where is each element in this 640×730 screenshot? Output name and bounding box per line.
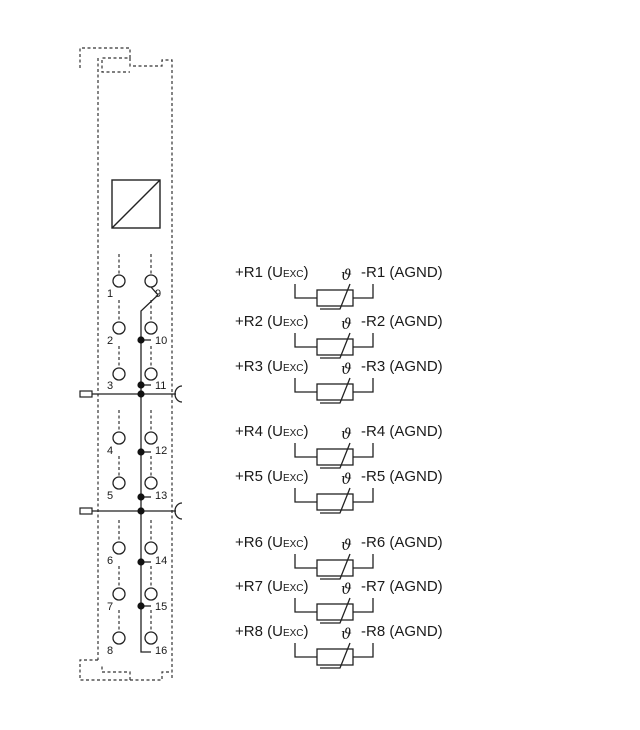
sensor-wire xyxy=(294,284,374,299)
terminal-icon xyxy=(112,476,126,490)
thermistor-icon xyxy=(316,332,354,359)
terminal-number: 16 xyxy=(155,645,167,657)
terminal-icon xyxy=(112,541,126,555)
terminal-icon xyxy=(112,587,126,601)
thermistor-icon xyxy=(316,442,354,469)
sensor-wire xyxy=(294,333,374,348)
module-housing xyxy=(79,47,173,681)
sensor-wire xyxy=(294,488,374,503)
terminal-number: 10 xyxy=(155,335,167,347)
terminal-number: 5 xyxy=(107,490,113,502)
terminal-icon xyxy=(144,321,158,335)
minus-terminal-label: -R3 (AGND) xyxy=(361,358,443,375)
sensor-wire xyxy=(294,598,374,613)
thermistor-icon xyxy=(316,642,354,669)
plus-terminal-label: +R1 (UEXC) xyxy=(235,264,309,281)
plus-terminal-label: +R8 (UEXC) xyxy=(235,623,309,640)
terminal-number: 13 xyxy=(155,490,167,502)
minus-terminal-label: -R7 (AGND) xyxy=(361,578,443,595)
terminal-icon xyxy=(144,274,158,288)
terminal-icon xyxy=(144,631,158,645)
temperature-symbol: ϑ xyxy=(341,315,352,333)
shield-clamp-icon xyxy=(79,385,183,403)
terminal-icon xyxy=(112,367,126,381)
thermistor-icon xyxy=(316,377,354,404)
minus-terminal-label: -R8 (AGND) xyxy=(361,623,443,640)
terminal-number: 15 xyxy=(155,601,167,613)
plus-terminal-label: +R3 (UEXC) xyxy=(235,358,309,375)
sensor-connection-row: +R5 (UEXC) ϑ -R5 (AGND) xyxy=(235,468,443,514)
plus-terminal-label: +R5 (UEXC) xyxy=(235,468,309,485)
terminal-number: 1 xyxy=(107,288,113,300)
sensor-wire xyxy=(294,554,374,569)
terminal-icon xyxy=(144,367,158,381)
terminal-number: 8 xyxy=(107,645,113,657)
terminal-number: 2 xyxy=(107,335,113,347)
temperature-symbol: ϑ xyxy=(341,360,352,378)
terminal-icon xyxy=(112,431,126,445)
minus-terminal-label: -R6 (AGND) xyxy=(361,534,443,551)
terminal-number: 12 xyxy=(155,445,167,457)
thermistor-icon xyxy=(316,283,354,310)
sensor-connection-list: +R1 (UEXC) ϑ -R1 (AGND) +R2 (UEXC) ϑ -R2 (AGN… xyxy=(235,264,443,669)
terminal-number: 14 xyxy=(155,555,167,567)
terminal-icon xyxy=(144,431,158,445)
terminal-number: 3 xyxy=(107,380,113,392)
terminal-icon xyxy=(112,321,126,335)
thermistor-icon xyxy=(316,487,354,514)
thermistor-icon xyxy=(316,597,354,624)
temperature-symbol: ϑ xyxy=(341,425,352,443)
sensor-connection-row: +R1 (UEXC) ϑ -R1 (AGND) xyxy=(235,264,443,310)
temperature-symbol: ϑ xyxy=(341,625,352,643)
terminal-icon xyxy=(144,541,158,555)
sensor-connection-row: +R3 (UEXC) ϑ -R3 (AGND) xyxy=(235,358,443,404)
sensor-connection-row: +R8 (UEXC) ϑ -R8 (AGND) xyxy=(235,623,443,669)
plus-terminal-label: +R4 (UEXC) xyxy=(235,423,309,440)
temperature-symbol: ϑ xyxy=(341,580,352,598)
temperature-symbol: ϑ xyxy=(341,470,352,488)
terminal-number: 6 xyxy=(107,555,113,567)
sensor-wire xyxy=(294,643,374,658)
terminal-number: 11 xyxy=(155,380,166,392)
terminal-block: 1 2 3 4 5 6 7 8 9 10 11 12 13 14 15 16 xyxy=(79,254,183,657)
minus-terminal-label: -R1 (AGND) xyxy=(361,264,443,281)
sensor-connection-row: +R2 (UEXC) ϑ -R2 (AGND) xyxy=(235,313,443,359)
converter-symbol-icon xyxy=(111,179,161,229)
thermistor-icon xyxy=(316,553,354,580)
minus-terminal-label: -R5 (AGND) xyxy=(361,468,443,485)
sensor-connection-row: +R6 (UEXC) ϑ -R6 (AGND) xyxy=(235,534,443,580)
terminal-icon xyxy=(112,631,126,645)
minus-terminal-label: -R2 (AGND) xyxy=(361,313,443,330)
sensor-wire xyxy=(294,378,374,393)
terminal-number: 4 xyxy=(107,445,113,457)
shield-clamp-icon xyxy=(79,502,183,520)
temperature-symbol: ϑ xyxy=(341,536,352,554)
terminal-icon xyxy=(144,476,158,490)
terminal-icon xyxy=(112,274,126,288)
terminal-icon xyxy=(144,587,158,601)
sensor-wire xyxy=(294,443,374,458)
terminal-number: 9 xyxy=(155,288,161,300)
sensor-connection-row: +R7 (UEXC) ϑ -R7 (AGND) xyxy=(235,578,443,624)
plus-terminal-label: +R2 (UEXC) xyxy=(235,313,309,330)
plus-terminal-label: +R6 (UEXC) xyxy=(235,534,309,551)
sensor-connection-row: +R4 (UEXC) ϑ -R4 (AGND) xyxy=(235,423,443,469)
terminal-number: 7 xyxy=(107,601,113,613)
temperature-symbol: ϑ xyxy=(341,266,352,284)
minus-terminal-label: -R4 (AGND) xyxy=(361,423,443,440)
plus-terminal-label: +R7 (UEXC) xyxy=(235,578,309,595)
